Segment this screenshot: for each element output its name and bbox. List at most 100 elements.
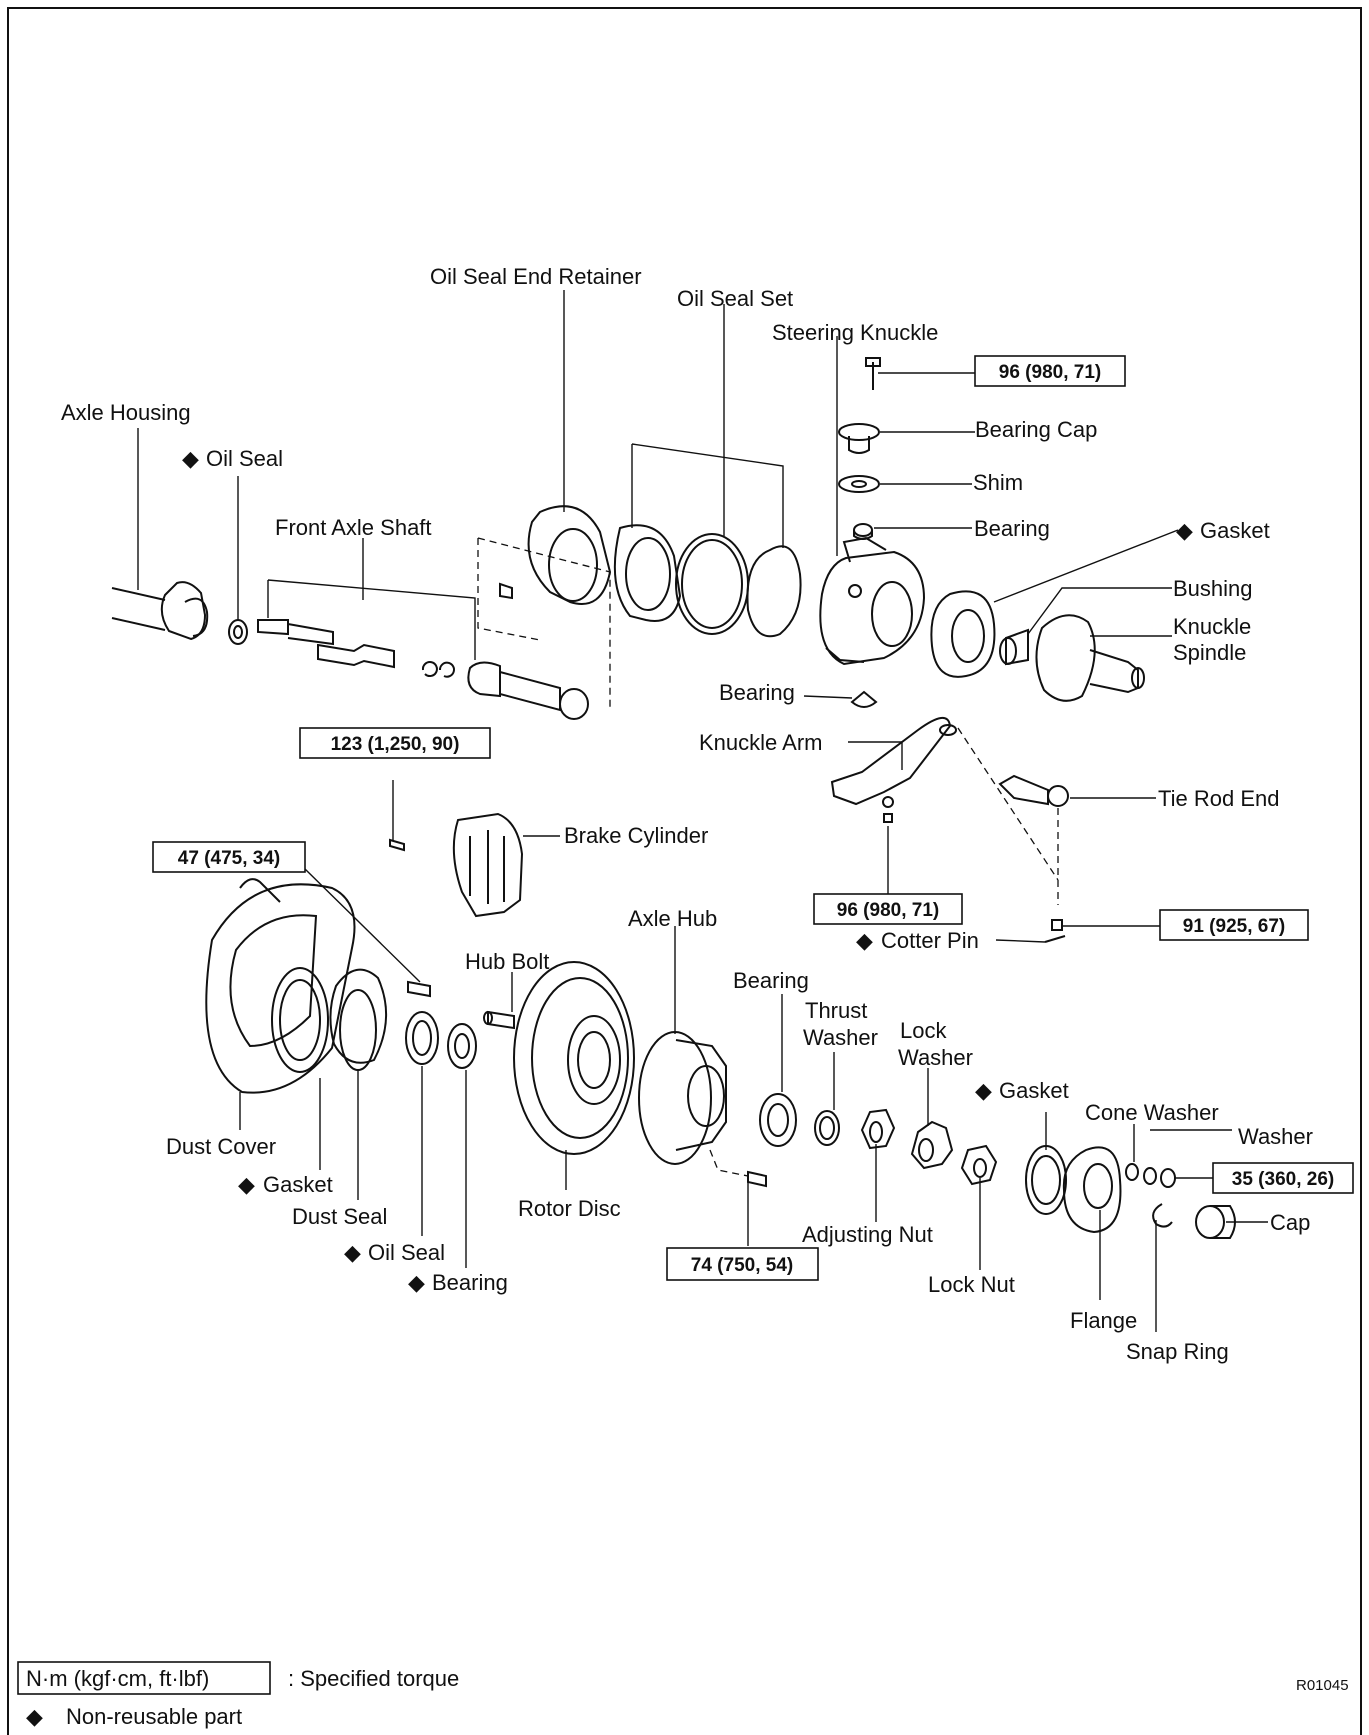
leader-lines [137, 290, 1268, 1332]
knuckle-spindle-drawing [1035, 614, 1145, 702]
torque-value: 47 (475, 34) [178, 848, 280, 869]
torque-spec-t3: 47 (475, 34) [152, 841, 306, 873]
oil-seal-set-drawing [613, 524, 802, 638]
torque-spec-t5: 91 (925, 67) [1159, 909, 1309, 941]
axle-housing-drawing [111, 581, 209, 641]
label-knuckle-spindle: Spindle [1173, 640, 1246, 665]
caliper-bolt-drawing [407, 980, 431, 998]
label-bearing: Bearing [432, 1270, 508, 1295]
label-washer: Washer [1238, 1124, 1313, 1149]
label-cone-washer: Cone Washer [1085, 1100, 1219, 1125]
torque-value: 96 (980, 71) [837, 900, 939, 921]
label-oil-seal: Oil Seal [368, 1240, 445, 1265]
rotor-disc-drawing [513, 961, 635, 1155]
flange-drawing [1062, 1146, 1122, 1234]
label-thrust-washer: Thrust [805, 998, 867, 1023]
thrust-washer-drawing [814, 1110, 840, 1146]
label-lock-washer: Washer [898, 1045, 973, 1070]
axle-hub-drawing [638, 1031, 767, 1188]
bolt-flange-drawing [1160, 1168, 1176, 1188]
bearing-cap-drawing [838, 423, 880, 454]
label-rotor-disc: Rotor Disc [518, 1196, 621, 1221]
adjusting-nut-drawing [860, 1108, 896, 1150]
gasket-dust-drawing [271, 967, 329, 1073]
torque-spec-t1: 96 (980, 71) [974, 355, 1126, 387]
dust-cover-drawing [205, 878, 356, 1094]
label-hub-bolt: Hub Bolt [465, 949, 549, 974]
label-thrust-washer: Washer [803, 1025, 878, 1050]
legend-nonreusable-symbol: ◆ [26, 1704, 43, 1729]
label-lock-washer: Lock [900, 1018, 947, 1043]
label-gasket: Gasket [1200, 518, 1270, 543]
label-gasket: Gasket [263, 1172, 333, 1197]
label-snap-ring: Snap Ring [1126, 1339, 1229, 1364]
shim-drawing [838, 475, 880, 493]
non-reusable-marker: ◆ [975, 1078, 992, 1103]
part-labels: Oil Seal End Retainer Oil Seal Set Steer… [61, 264, 1313, 1364]
bearing-hub-drawing [759, 1093, 797, 1147]
torque-value: 74 (750, 54) [691, 1255, 793, 1276]
knuckle-arm-drawing [830, 717, 957, 823]
tie-rod-end-drawing [957, 727, 1069, 943]
label-dust-seal: Dust Seal [292, 1204, 387, 1229]
torque-value: 35 (360, 26) [1232, 1169, 1334, 1190]
brake-cylinder-drawing [389, 812, 524, 918]
hub-bolt-drawing [483, 1010, 515, 1030]
lower-bearing-drawing [850, 690, 878, 708]
oil-seal-drawing [228, 619, 248, 645]
bushing-drawing [999, 628, 1029, 666]
torque-spec-t2: 123 (1,250, 90) [299, 727, 491, 759]
label-oil-seal-set: Oil Seal Set [677, 286, 793, 311]
torque-value: 91 (925, 67) [1183, 916, 1285, 937]
non-reusable-marker: ◆ [856, 928, 873, 953]
lock-nut-drawing [960, 1144, 998, 1186]
oil-seal-hub-drawing [405, 1011, 439, 1065]
label-front-axle-shaft: Front Axle Shaft [275, 515, 432, 540]
cone-washer-drawing [1125, 1163, 1139, 1181]
non-reusable-marker: ◆ [1176, 518, 1193, 543]
label-bushing: Bushing [1173, 576, 1253, 601]
label-oil-seal-end-retainer: Oil Seal End Retainer [430, 264, 642, 289]
label-tie-rod-end: Tie Rod End [1158, 786, 1279, 811]
label-flange: Flange [1070, 1308, 1137, 1333]
label-bearing-cap: Bearing Cap [975, 417, 1097, 442]
torque-spec-t4: 96 (980, 71) [813, 893, 963, 925]
torque-spec-t7: 74 (750, 54) [666, 1247, 819, 1281]
label-dust-cover: Dust Cover [166, 1134, 276, 1159]
bearing-outer-drawing [447, 1023, 477, 1069]
label-bearing: Bearing [733, 968, 809, 993]
label-knuckle-arm: Knuckle Arm [699, 730, 823, 755]
figure-code: R01045 [1296, 1677, 1349, 1694]
legend: N·m (kgf·cm, ft·lbf) : Specified torque … [17, 1661, 1349, 1729]
label-cotter-pin: Cotter Pin [881, 928, 979, 953]
torque-value: 123 (1,250, 90) [331, 734, 460, 755]
label-shim: Shim [973, 470, 1023, 495]
label-brake-cylinder: Brake Cylinder [564, 823, 708, 848]
label-steering-knuckle: Steering Knuckle [772, 320, 938, 345]
label-lock-nut: Lock Nut [928, 1272, 1015, 1297]
label-adjusting-nut: Adjusting Nut [802, 1222, 933, 1247]
gasket-knuckle-drawing [930, 590, 996, 678]
page-border [7, 7, 1362, 1735]
dust-seal-drawing [329, 968, 387, 1071]
non-reusable-marker: ◆ [238, 1172, 255, 1197]
torque-value: 96 (980, 71) [999, 362, 1101, 383]
label-axle-hub: Axle Hub [628, 906, 717, 931]
gasket-flange-drawing [1025, 1145, 1067, 1215]
label-bearing: Bearing [974, 516, 1050, 541]
label-bearing: Bearing [719, 680, 795, 705]
label-oil-seal: Oil Seal [206, 446, 283, 471]
label-gasket: Gasket [999, 1078, 1069, 1103]
oil-seal-end-retainer-drawing [499, 505, 612, 605]
bearing-drawing [853, 523, 873, 540]
torque-spec-t6: 35 (360, 26) [1212, 1162, 1354, 1194]
lock-washer-drawing [910, 1120, 954, 1170]
legend-torque-unit: N·m (kgf·cm, ft·lbf) [26, 1666, 209, 1691]
steering-knuckle-drawing [819, 536, 926, 666]
legend-nonreusable-desc: Non-reusable part [66, 1704, 242, 1729]
label-knuckle-spindle: Knuckle [1173, 614, 1251, 639]
non-reusable-marker: ◆ [408, 1270, 425, 1295]
non-reusable-marker: ◆ [182, 446, 199, 471]
bolt-drawing [865, 357, 881, 390]
